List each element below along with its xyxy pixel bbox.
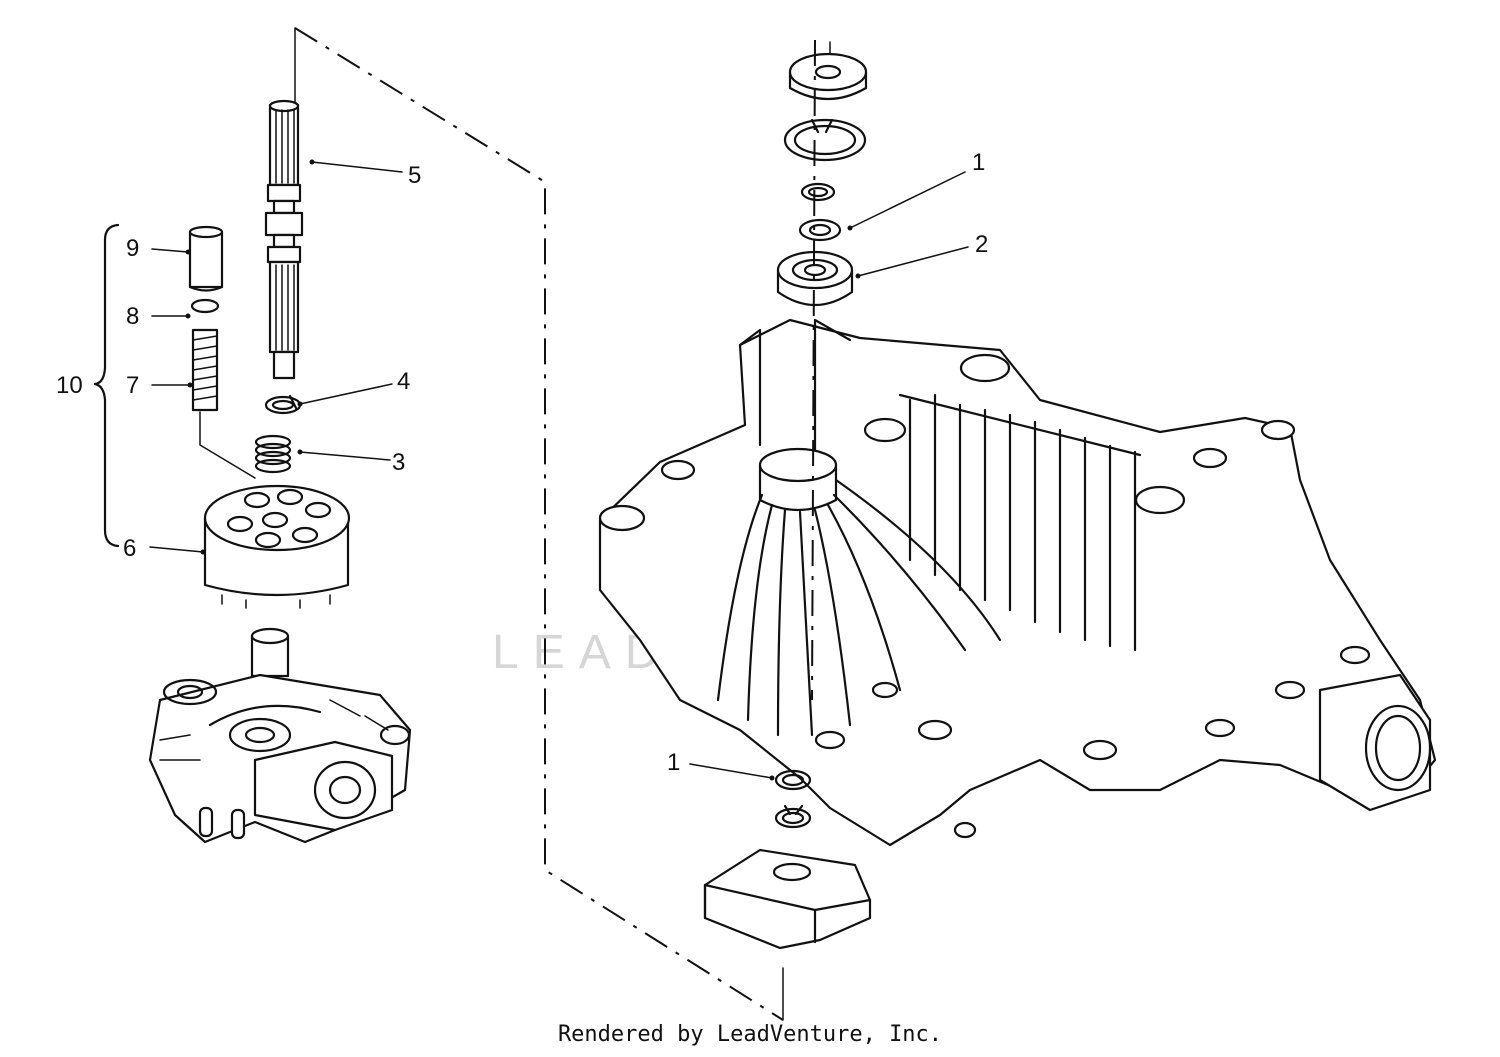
top-parts-stack xyxy=(776,41,868,307)
callout-4: 4 xyxy=(397,368,410,395)
leader-lines xyxy=(149,159,969,781)
transaxle-housing xyxy=(598,318,1437,847)
piston-part-9 xyxy=(188,225,224,292)
callout-10: 10 xyxy=(56,372,83,399)
ring-part-8 xyxy=(190,298,220,314)
shaft-part-5 xyxy=(264,99,304,380)
center-section xyxy=(148,673,412,844)
callout-1-top: 1 xyxy=(972,149,985,176)
spring-part-7 xyxy=(191,328,256,479)
spring-part-3 xyxy=(254,434,292,474)
bottom-parts-stack xyxy=(703,769,872,950)
callout-3: 3 xyxy=(392,449,405,476)
callout-2: 2 xyxy=(975,231,988,258)
cylinder-block-part-6 xyxy=(203,484,351,609)
credit-footer: Rendered by LeadVenture, Inc. xyxy=(557,1022,943,1047)
callout-1-bottom: 1 xyxy=(667,749,680,776)
callout-9: 9 xyxy=(126,235,139,262)
callout-7: 7 xyxy=(126,372,139,399)
callout-6: 6 xyxy=(123,535,136,562)
retaining-ring-part-4 xyxy=(264,394,302,415)
callout-5: 5 xyxy=(408,162,421,189)
reference-frame xyxy=(294,27,784,1021)
shaft-axis xyxy=(811,39,816,701)
callout-8: 8 xyxy=(126,303,139,330)
group-bracket xyxy=(93,223,120,548)
